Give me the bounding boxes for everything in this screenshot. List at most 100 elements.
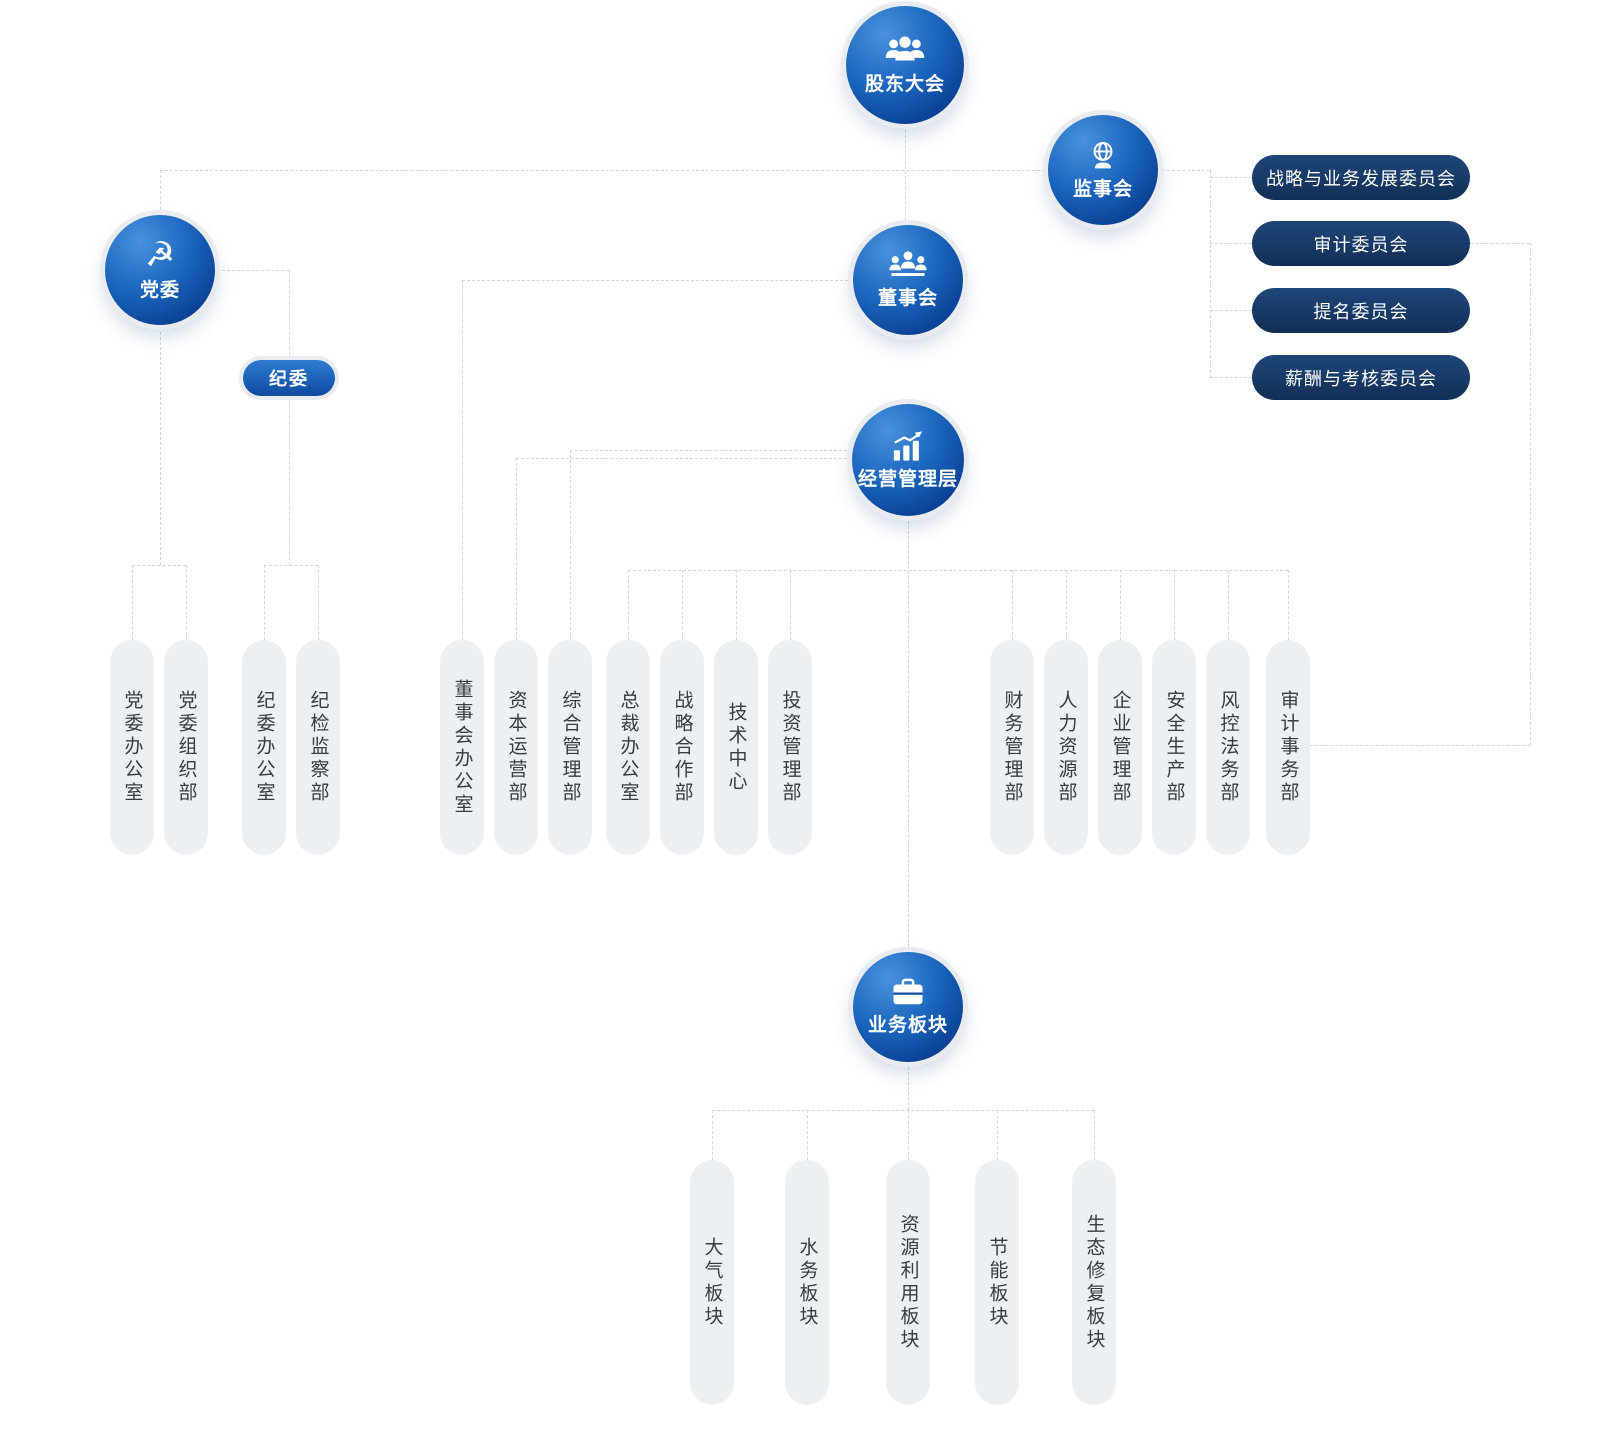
node-label: 经营管理层: [857, 467, 958, 490]
connector-line: [1094, 1110, 1095, 1160]
connector-line: [264, 565, 265, 640]
dept-risk-legal: 风控法务部: [1206, 640, 1250, 855]
connector-line: [1310, 745, 1530, 746]
connector-line: [132, 565, 186, 566]
node-label: 纪委: [269, 369, 309, 390]
dept-label: 战略合作部: [671, 690, 694, 805]
connector-line: [1210, 310, 1252, 311]
segment-energy-saving: 节能板块: [975, 1160, 1019, 1405]
dept-label: 风控法务部: [1217, 690, 1240, 805]
committee-strategy: 战略与业务发展委员会: [1252, 155, 1470, 200]
connector-line: [570, 450, 852, 451]
connector-line: [908, 1062, 909, 1110]
node-party-committee: ☭ 党委: [105, 215, 215, 325]
dept-enterprise-management: 企业管理部: [1098, 640, 1142, 855]
dept-discipline-supervision: 纪检监察部: [296, 640, 340, 855]
connector-line: [905, 120, 906, 225]
connector-line: [908, 1110, 909, 1160]
dept-finance: 财务管理部: [990, 640, 1034, 855]
connector-line: [1210, 377, 1252, 378]
connector-line: [790, 570, 791, 640]
dept-label: 技术中心: [725, 701, 748, 794]
connector-line: [1228, 570, 1229, 640]
dept-label: 财务管理部: [1001, 690, 1024, 805]
connector-line: [1470, 243, 1530, 244]
committee-audit: 审计委员会: [1252, 221, 1470, 266]
dept-label: 党委组织部: [175, 690, 198, 805]
connector-line: [186, 565, 187, 640]
connector-line: [217, 270, 289, 271]
connector-line: [516, 458, 852, 459]
connector-line: [736, 570, 737, 640]
segment-label: 生态修复板块: [1083, 1213, 1106, 1352]
connector-line: [1210, 243, 1252, 244]
connector-line: [997, 1110, 998, 1160]
dept-capital-operation: 资本运营部: [494, 640, 538, 855]
committee-compensation: 薪酬与考核委员会: [1252, 355, 1470, 400]
committee-label: 薪酬与考核委员会: [1285, 368, 1437, 390]
node-business-segments: 业务板块: [853, 952, 963, 1062]
dept-investment-management: 投资管理部: [768, 640, 812, 855]
connector-line: [1120, 570, 1121, 640]
connector-line: [160, 327, 161, 565]
connector-line: [628, 570, 629, 640]
segment-atmosphere: 大气板块: [690, 1160, 734, 1405]
globe-icon: [1087, 139, 1119, 171]
dept-label: 审计事务部: [1277, 690, 1300, 805]
segment-water: 水务板块: [785, 1160, 829, 1405]
connector-line: [1066, 570, 1067, 640]
segment-label: 水务板块: [796, 1236, 819, 1329]
node-supervisory-board: 监事会: [1048, 115, 1158, 225]
node-management-team: 经营管理层: [852, 404, 964, 516]
dept-president-office: 总裁办公室: [606, 640, 650, 855]
segment-label: 资源利用板块: [897, 1213, 920, 1352]
growth-chart-icon: [891, 430, 925, 461]
dept-label: 董事会办公室: [451, 678, 474, 817]
segment-label: 大气板块: [701, 1236, 724, 1329]
dept-audit-affairs: 审计事务部: [1266, 640, 1310, 855]
dept-label: 纪委办公室: [253, 690, 276, 805]
connector-line: [289, 270, 290, 360]
connector-line: [160, 170, 161, 215]
dept-party-organization: 党委组织部: [164, 640, 208, 855]
connector-line: [462, 280, 853, 281]
committee-nomination: 提名委员会: [1252, 288, 1470, 333]
node-discipline-committee: 纪委: [243, 360, 335, 396]
meeting-people-icon: [888, 250, 928, 280]
connector-line: [1530, 243, 1531, 745]
node-label: 董事会: [877, 287, 938, 309]
segment-ecological-restoration: 生态修复板块: [1072, 1160, 1116, 1405]
connector-line: [160, 170, 1210, 171]
dept-label: 综合管理部: [559, 690, 582, 805]
dept-safety-production: 安全生产部: [1152, 640, 1196, 855]
briefcase-icon: [891, 978, 925, 1007]
connector-line: [264, 565, 318, 566]
segment-label: 节能板块: [986, 1236, 1009, 1329]
connector-line: [908, 516, 909, 952]
dept-label: 党委办公室: [121, 690, 144, 805]
committee-label: 战略与业务发展委员会: [1266, 168, 1456, 190]
dept-label: 投资管理部: [779, 690, 802, 805]
node-label: 监事会: [1072, 178, 1133, 200]
dept-strategic-cooperation: 战略合作部: [660, 640, 704, 855]
connector-line: [132, 565, 133, 640]
connector-line: [1174, 570, 1175, 640]
dept-general-management: 综合管理部: [548, 640, 592, 855]
node-board-of-directors: 董事会: [853, 225, 963, 335]
committee-label: 审计委员会: [1313, 234, 1409, 256]
connector-line: [628, 570, 1288, 571]
dept-technology-center: 技术中心: [714, 640, 758, 855]
dept-discipline-office: 纪委办公室: [242, 640, 286, 855]
connector-line: [318, 565, 319, 640]
connector-line: [1210, 170, 1211, 378]
node-label: 业务板块: [867, 1013, 948, 1036]
connector-line: [570, 450, 571, 640]
connector-line: [516, 458, 517, 640]
dept-board-office: 董事会办公室: [440, 640, 484, 855]
party-emblem-icon: ☭: [144, 235, 176, 275]
connector-line: [807, 1110, 808, 1160]
connector-line: [289, 396, 290, 565]
connector-line: [1210, 177, 1252, 178]
dept-label: 安全生产部: [1163, 690, 1186, 805]
